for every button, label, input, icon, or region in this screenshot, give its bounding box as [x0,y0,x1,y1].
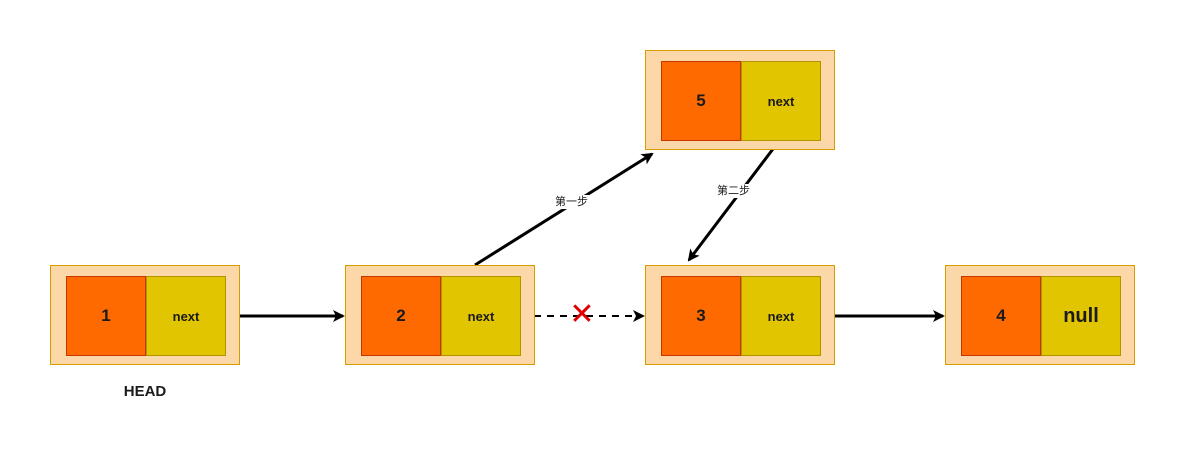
step1-label: 第一步 [553,195,590,209]
node-value: 4 [961,276,1041,356]
step2-label: 第二步 [715,184,752,198]
node-next-pointer: next [741,276,821,356]
list-node-1: 1 next [50,265,240,365]
node-next-pointer: next [146,276,226,356]
list-node-4: 4 null [945,265,1135,365]
node-value: 1 [66,276,146,356]
node-value: 3 [661,276,741,356]
node-next-pointer: next [441,276,521,356]
edge-2-to-5-step1 [474,152,654,267]
list-node-2: 2 next [345,265,535,365]
head-label: HEAD [123,383,167,400]
node-value: 2 [361,276,441,356]
list-node-5-inserted: 5 next [645,50,835,150]
node-next-pointer: next [741,61,821,141]
node-value: 5 [661,61,741,141]
removed-link-mark: ✕ [569,297,595,332]
node-null-pointer: null [1041,276,1121,356]
edge-5-to-3-step2 [687,140,781,262]
list-node-3: 3 next [645,265,835,365]
